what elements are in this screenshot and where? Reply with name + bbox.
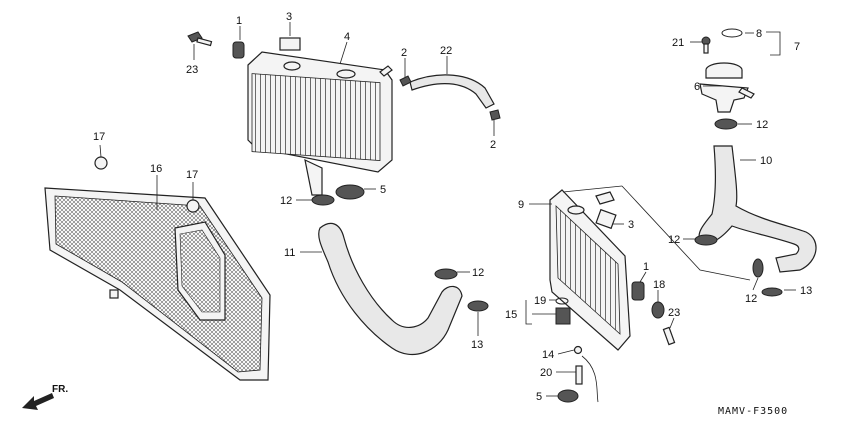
callout-12: 12 [668,234,680,246]
hose-11 [318,222,463,356]
callout-22: 22 [440,45,452,57]
callout-17: 17 [93,131,105,143]
radiator-cap-assembly [699,28,755,113]
callout-11: 11 [284,247,295,259]
callout-3: 3 [286,11,292,23]
callout-8: 8 [756,28,762,40]
leader-lines [99,22,796,397]
callout-5: 5 [380,184,386,196]
callout-19: 19 [534,295,546,307]
callout-20: 20 [540,367,552,379]
callout-12: 12 [756,119,768,131]
callout-21: 21 [672,37,684,49]
callout-2: 2 [490,139,496,151]
callout-13: 13 [800,285,812,297]
callout-12: 12 [472,267,484,279]
callout-labels: 1 3 4 2 22 2 23 21 8 7 6 12 10 17 16 17 … [93,11,812,403]
callout-6: 6 [694,81,700,93]
front-label: FR. [52,384,68,395]
callout-1: 1 [643,261,649,273]
front-direction-indicator: FR. [22,384,68,410]
callout-23: 23 [668,307,680,319]
hose-10 [698,145,817,273]
callout-7: 7 [794,41,800,53]
callout-12: 12 [745,293,757,305]
callout-10: 10 [760,155,772,167]
callout-17: 17 [186,169,198,181]
callout-2: 2 [401,47,407,59]
callout-23: 23 [186,64,198,76]
callout-3: 3 [628,219,634,231]
callout-12: 12 [280,195,292,207]
front-arrow-icon [22,393,54,410]
callout-18: 18 [653,279,665,291]
diagram-code: MAMV-F3500 [718,406,788,417]
callout-9: 9 [518,199,524,211]
callout-4: 4 [344,31,350,43]
callout-5: 5 [536,391,542,403]
lower-radiator [549,189,631,351]
hose-22 [409,74,495,109]
callout-14: 14 [542,349,554,361]
callout-13: 13 [471,339,483,351]
radiator-grille [44,187,271,381]
callout-1: 1 [236,15,242,27]
callout-15: 15 [505,309,517,321]
callout-16: 16 [150,163,162,175]
upper-radiator [247,51,393,196]
